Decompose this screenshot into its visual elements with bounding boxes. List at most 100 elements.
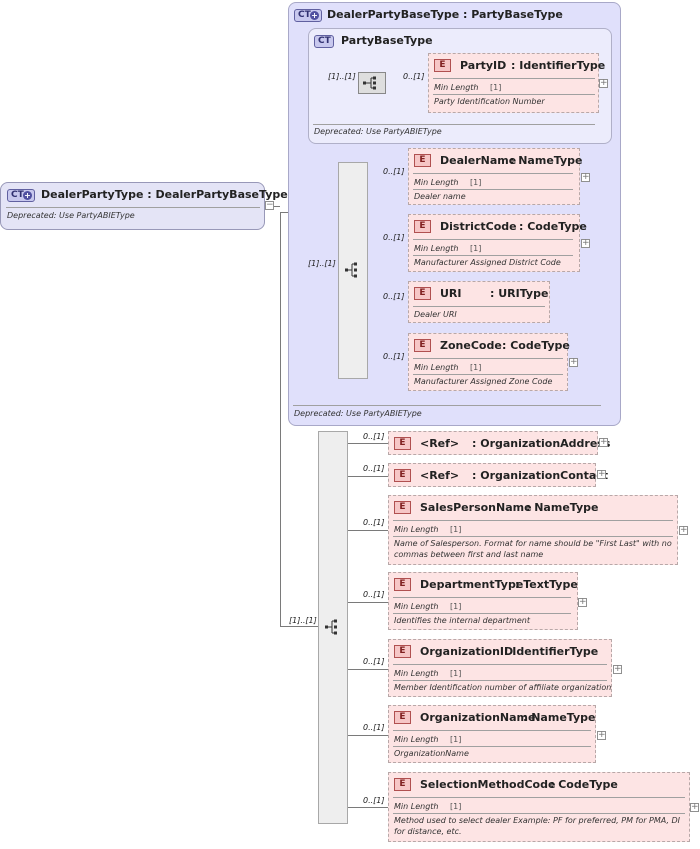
- cardinality-label: [1]..[1]: [328, 72, 356, 81]
- element-zone-code[interactable]: E ZoneCode : CodeType Min Length [1] Man…: [408, 333, 570, 391]
- connector-line: [348, 602, 388, 603]
- expand-icon[interactable]: +: [569, 357, 578, 367]
- element-organization-name[interactable]: E OrganizationName : NameType Min Length…: [388, 705, 596, 763]
- element-name: OrganizationName: [420, 711, 536, 724]
- element-icon: E: [394, 711, 411, 724]
- element-selection-method-code[interactable]: E SelectionMethodCode : CodeType Min Len…: [388, 772, 690, 842]
- element-district-code[interactable]: E DistrictCode : CodeType Min Length [1]…: [408, 214, 587, 272]
- divider: [433, 78, 595, 79]
- party-base-type-note: Deprecated: Use PartyABIEType: [314, 127, 442, 136]
- facet-label: Min Length: [414, 363, 459, 372]
- element-department-type[interactable]: E DepartmentType : TextType Min Length […: [388, 572, 578, 630]
- element-type: : NameType: [523, 711, 596, 724]
- element-icon: E: [394, 645, 411, 658]
- expand-icon[interactable]: +: [599, 78, 608, 88]
- element-name: URI: [440, 287, 462, 300]
- divider: [413, 173, 573, 174]
- connector-line: [348, 476, 388, 477]
- cardinality-label: [1]..[1]: [308, 259, 336, 268]
- facet-label: Min Length: [414, 244, 459, 253]
- element-uri[interactable]: E URI : URIType Dealer URI: [408, 281, 550, 323]
- main-sequence[interactable]: [318, 431, 348, 824]
- element-type: : CodeType: [550, 778, 618, 791]
- facet-value: [1]: [470, 244, 482, 253]
- element-icon: E: [434, 59, 451, 72]
- element-ref-organization-address[interactable]: E <Ref> : OrganizationAddress: [388, 431, 610, 455]
- cardinality-label: 0..[1]: [383, 167, 405, 176]
- connector-line: [348, 443, 388, 444]
- connector-line: [280, 212, 281, 627]
- facet-label: Min Length: [434, 83, 479, 92]
- element-doc: Dealer URI: [414, 310, 457, 319]
- base-type-note: Deprecated: Use PartyABIEType: [294, 409, 422, 418]
- divider: [6, 207, 260, 208]
- expand-icon[interactable]: +: [597, 730, 606, 740]
- expand-icon[interactable]: +: [597, 469, 606, 479]
- cardinality-label: 0..[1]: [363, 657, 385, 666]
- base-type-title: DealerPartyBaseType : PartyBaseType: [327, 8, 563, 21]
- element-name: OrganizationID: [420, 645, 514, 658]
- element-name: SelectionMethodCode: [420, 778, 556, 791]
- element-doc: Manufacturer Assigned District Code: [414, 258, 561, 267]
- element-doc: Identifies the internal department: [394, 616, 530, 625]
- expand-icon[interactable]: +: [578, 597, 587, 607]
- element-icon: E: [414, 220, 431, 233]
- element-name: DealerName: [440, 154, 517, 167]
- divider: [393, 536, 673, 537]
- element-doc: Name of Salesperson. Format for name sho…: [394, 539, 672, 559]
- divider: [413, 189, 573, 190]
- element-type: : CodeType: [519, 220, 587, 233]
- element-doc: OrganizationName: [394, 749, 469, 758]
- facet-value: [1]: [470, 363, 482, 372]
- divider: [433, 94, 595, 95]
- element-sales-person-name[interactable]: E SalesPersonName : NameType Min Length …: [388, 495, 678, 565]
- expand-icon[interactable]: +: [679, 525, 688, 535]
- divider: [393, 520, 673, 521]
- connector-line: [348, 669, 388, 670]
- expand-icon[interactable]: +: [690, 802, 699, 812]
- dealer-sequence[interactable]: [338, 162, 368, 379]
- divider: [413, 255, 573, 256]
- expand-icon[interactable]: +: [581, 172, 590, 182]
- element-name: PartyID: [460, 59, 507, 72]
- element-name: <Ref>: [420, 437, 460, 450]
- root-title: DealerPartyType : DealerPartyBaseType: [41, 188, 288, 201]
- sequence-icon: [363, 76, 376, 90]
- element-party-id[interactable]: E PartyID : IdentifierType Min Length [1…: [428, 53, 605, 113]
- element-dealer-name[interactable]: E DealerName : NameType Min Length [1] D…: [408, 148, 582, 205]
- element-doc: Member Identification number of affiliat…: [394, 683, 612, 692]
- divider: [393, 746, 591, 747]
- cardinality-label: 0..[1]: [363, 518, 385, 527]
- element-type: : CodeType: [502, 339, 570, 352]
- connector-line: [274, 206, 280, 207]
- connector-line: [348, 735, 388, 736]
- facet-label: Min Length: [394, 735, 439, 744]
- facet-label: Min Length: [414, 178, 459, 187]
- facet-label: Min Length: [394, 525, 439, 534]
- expand-icon[interactable]: +: [599, 437, 608, 447]
- element-doc: Method used to select dealer Example: PF…: [394, 816, 681, 836]
- expand-icon[interactable]: +: [613, 664, 622, 674]
- element-organization-id[interactable]: E OrganizationID : IdentifierType Min Le…: [388, 639, 612, 697]
- element-type: : IdentifierType: [511, 59, 606, 72]
- element-icon: E: [414, 154, 431, 167]
- element-ref-organization-contact[interactable]: E <Ref> : OrganizationContact: [388, 463, 608, 487]
- element-type: : TextType: [515, 578, 578, 591]
- divider: [393, 730, 591, 731]
- divider: [393, 813, 685, 814]
- divider: [393, 797, 685, 798]
- cardinality-label: 0..[1]: [383, 352, 405, 361]
- element-name: DistrictCode: [440, 220, 517, 233]
- sequence-compositor[interactable]: [358, 72, 386, 94]
- expand-icon[interactable]: +: [581, 238, 590, 248]
- facet-value: [1]: [470, 178, 482, 187]
- collapse-icon[interactable]: −: [265, 200, 274, 210]
- root-complex-type[interactable]: CT+ DealerPartyType : DealerPartyBaseTyp…: [0, 182, 288, 230]
- complex-type-icon: CT: [314, 35, 334, 48]
- complex-type-icon: CT+: [7, 189, 35, 202]
- divider: [393, 680, 607, 681]
- connector-line: [348, 807, 388, 808]
- element-icon: E: [394, 578, 411, 591]
- facet-value: [1]: [490, 83, 502, 92]
- facet-value: [1]: [450, 602, 462, 611]
